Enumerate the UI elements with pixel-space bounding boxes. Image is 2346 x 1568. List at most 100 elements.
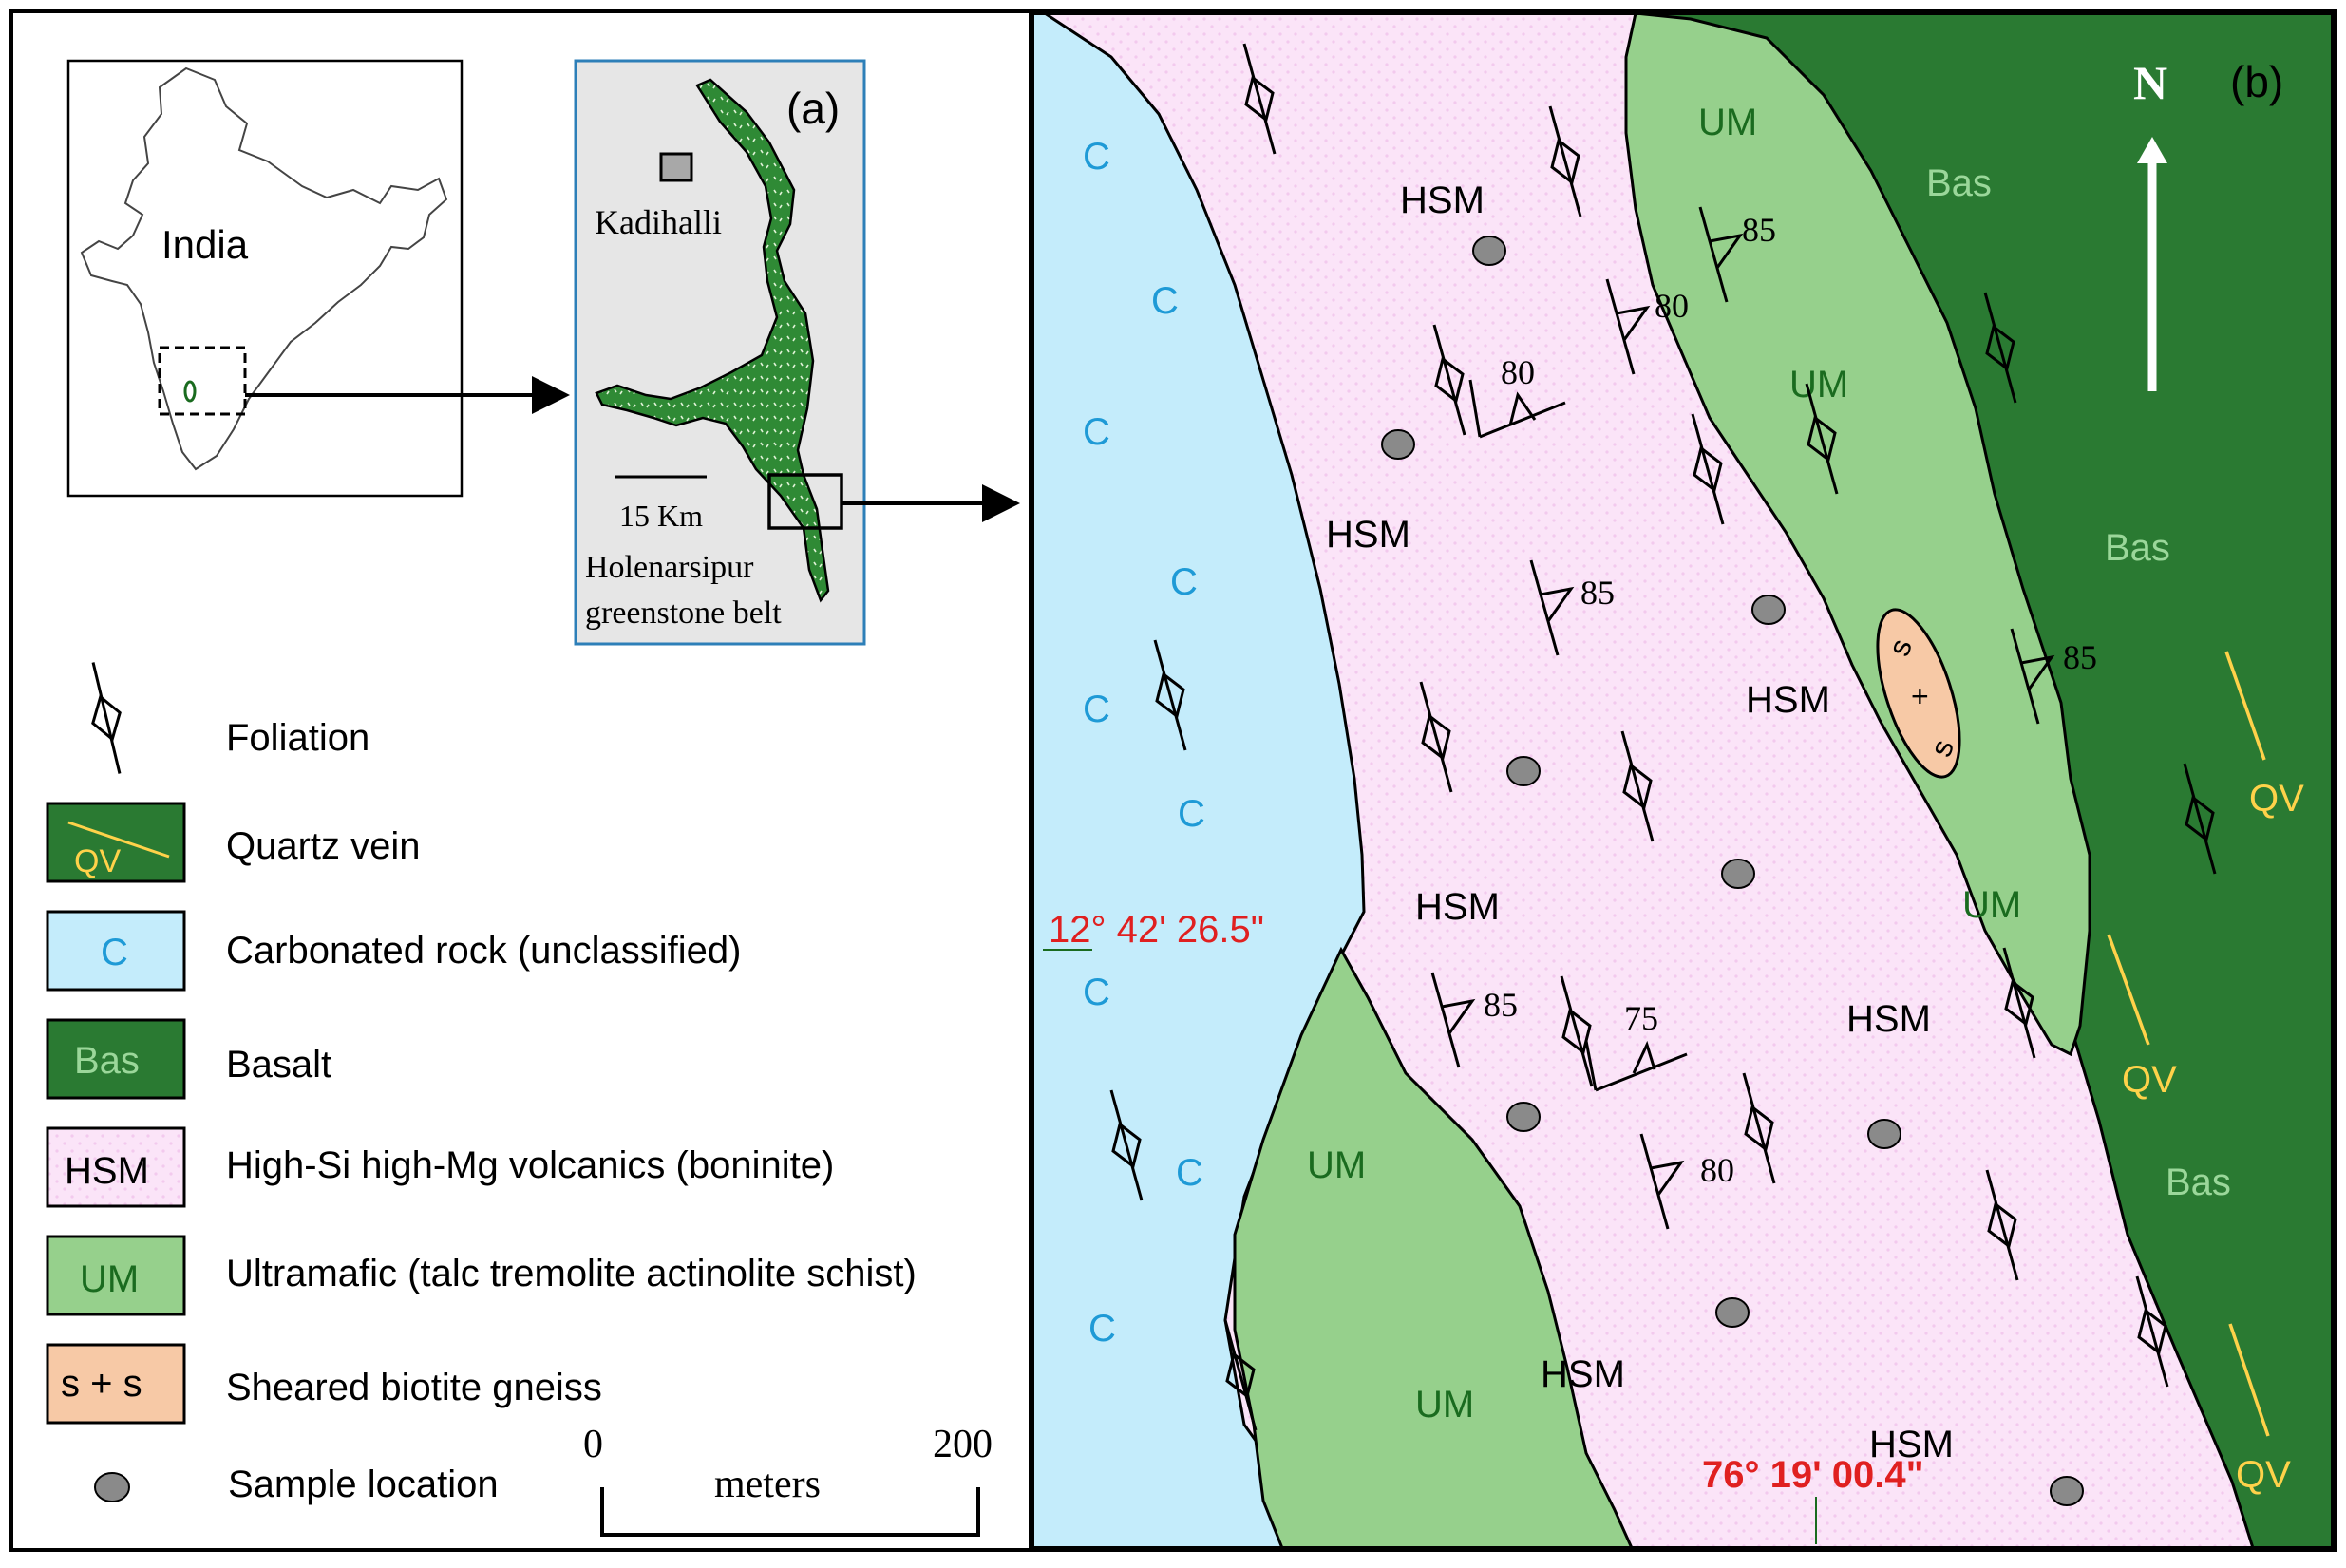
dip-value: 85 xyxy=(1484,986,1518,1024)
sample-location xyxy=(1506,756,1541,786)
ultramafic-unit-south xyxy=(1233,946,1634,1548)
map-labels: (b) N C C C C C C C C C HSM HSM HSM HSM … xyxy=(1043,56,2304,1544)
dip-value: 80 xyxy=(1501,353,1535,391)
latitude-label: 12° 42' 26.5" xyxy=(1049,909,1264,951)
legend-swatch-qv-text: QV xyxy=(74,843,121,879)
panel-b-label: (b) xyxy=(2230,57,2283,106)
belt-location-icon xyxy=(183,380,197,403)
sheared-label-plus: + xyxy=(1911,679,1929,713)
unit-label-bas-2: Bas xyxy=(2105,527,2170,569)
legend-label-carbonated: Carbonated rock (unclassified) xyxy=(226,930,741,972)
legend-label-quartz-vein: Quartz vein xyxy=(226,825,421,867)
sample-locations xyxy=(1381,236,2084,1506)
dip-value: 85 xyxy=(2063,638,2097,676)
unit-label-hsm-3: HSM xyxy=(1746,679,1830,721)
quartz-vein-2 xyxy=(2107,934,2150,1046)
unit-label-hsm-5: HSM xyxy=(1846,998,1931,1040)
unit-label-um-1: UM xyxy=(1698,102,1757,143)
dip-value: 85 xyxy=(1580,574,1615,612)
unit-label-um-5: UM xyxy=(1415,1384,1474,1426)
sample-location xyxy=(2050,1476,2084,1506)
legend-swatch-bas-text: Bas xyxy=(74,1040,140,1082)
legend-swatch-sheared xyxy=(46,1343,186,1425)
unit-label-bas-3: Bas xyxy=(2166,1162,2231,1203)
legend-label-sheared: Sheared biotite gneiss xyxy=(226,1367,602,1408)
sample-location xyxy=(1867,1119,1901,1149)
sample-location xyxy=(1715,1297,1750,1328)
unit-label-um-2: UM xyxy=(1789,364,1848,406)
ultramafic-unit-north xyxy=(1624,13,2091,1057)
unit-label-bas-1: Bas xyxy=(1926,162,1992,204)
unit-label-c-3: C xyxy=(1083,411,1110,453)
legend-swatch-carbonated xyxy=(46,910,186,992)
unit-label-c-2: C xyxy=(1151,280,1179,322)
sample-location xyxy=(1472,236,1506,266)
unit-label-hsm-4: HSM xyxy=(1415,886,1500,928)
panel-a-label: (a) xyxy=(786,84,840,133)
legend-swatch-hsm-text: HSM xyxy=(65,1150,149,1192)
legend-swatch-basalt xyxy=(46,1018,186,1100)
sample-location xyxy=(1721,859,1755,889)
legend-swatch-ultramafic xyxy=(46,1235,186,1316)
dip-value: 75 xyxy=(1624,999,1658,1037)
sample-location xyxy=(1381,429,1415,460)
sample-location xyxy=(1506,1102,1541,1132)
legend-swatch-ss-text: s + s xyxy=(61,1363,142,1405)
unit-label-c-6: C xyxy=(1178,793,1205,835)
town-marker xyxy=(659,152,693,182)
legend-sample-icon xyxy=(94,1472,130,1502)
india-outline xyxy=(80,66,448,471)
unit-label-c-7: C xyxy=(1083,972,1110,1013)
unit-label-c-4: C xyxy=(1170,561,1198,603)
india-label: India xyxy=(161,222,249,267)
north-label: N xyxy=(2133,56,2167,109)
longitude-label: 76° 19' 00.4" xyxy=(1702,1454,1924,1496)
unit-label-c-5: C xyxy=(1083,689,1110,730)
legend-swatch-c-text: C xyxy=(101,932,128,973)
dip-symbol xyxy=(1468,379,1566,439)
sheared-gneiss-unit xyxy=(1876,608,1961,779)
dip-symbols: 85 80 80 85 85 85 75 80 xyxy=(1430,205,2097,1231)
legend-label-foliation: Foliation xyxy=(226,717,369,759)
unit-label-qv-3: QV xyxy=(2236,1454,2291,1496)
unit-label-hsm-2: HSM xyxy=(1326,514,1410,556)
dip-value: 85 xyxy=(1742,211,1776,249)
scale-unit: meters xyxy=(714,1463,821,1506)
greenstone-belt-outline xyxy=(595,78,830,603)
quartz-vein-3 xyxy=(2228,1323,2270,1437)
dip-value: 80 xyxy=(1700,1151,1734,1189)
town-label: Kadihalli xyxy=(595,203,722,241)
legend-label-basalt: Basalt xyxy=(226,1044,331,1086)
panel-b-map xyxy=(1031,11,2335,1550)
india-inset-map: India xyxy=(66,59,570,498)
sample-location xyxy=(1751,595,1786,625)
panel-a: (a) Kadihalli 15 Km Holenarsipur greenst… xyxy=(574,59,1020,646)
legend-quartz-vein-line xyxy=(67,821,170,859)
unit-label-um-3: UM xyxy=(1962,884,2021,926)
unit-label-qv-2: QV xyxy=(2122,1059,2177,1101)
legend-label-sample: Sample location xyxy=(228,1464,499,1505)
dip-value: 80 xyxy=(1655,287,1689,325)
unit-label-qv-1: QV xyxy=(2249,778,2304,820)
north-arrow-icon xyxy=(2137,137,2167,391)
unit-label-c-8: C xyxy=(1176,1152,1203,1194)
legend-label-ultramafic: Ultramafic (talc tremolite actinolite sc… xyxy=(226,1253,917,1294)
dip-symbol xyxy=(1584,1040,1688,1092)
panel-a-scale-label: 15 Km xyxy=(619,499,703,533)
quartz-vein-1 xyxy=(2224,651,2266,761)
unit-label-hsm-7: HSM xyxy=(1869,1424,1954,1465)
scale-start: 0 xyxy=(583,1423,603,1466)
legend-swatch-quartz-vein xyxy=(46,802,186,883)
legend-swatch-hsm xyxy=(46,1126,186,1208)
legend: Foliation QV Quartz vein C Carbonated ro… xyxy=(46,660,917,1505)
belt-name-line1: Holenarsipur xyxy=(585,550,754,585)
unit-label-hsm-1: HSM xyxy=(1400,179,1485,221)
legend-swatch-um-text: UM xyxy=(80,1258,139,1300)
legend-label-hsm: High-Si high-Mg volcanics (boninite) xyxy=(226,1144,834,1186)
unit-label-um-4: UM xyxy=(1307,1144,1366,1186)
unit-label-c-1: C xyxy=(1083,136,1110,178)
scale-end: 200 xyxy=(933,1423,993,1466)
unit-label-hsm-6: HSM xyxy=(1541,1353,1625,1395)
unit-label-c-9: C xyxy=(1088,1308,1116,1350)
belt-name-line2: greenstone belt xyxy=(585,595,782,631)
